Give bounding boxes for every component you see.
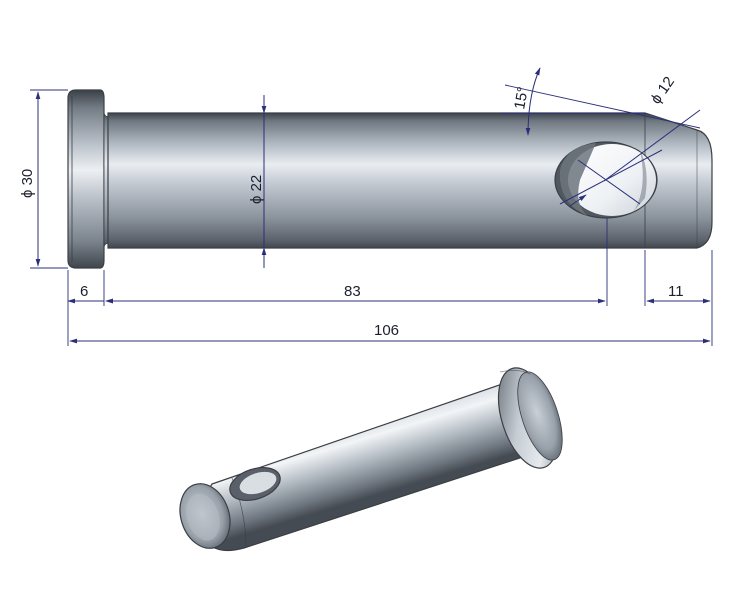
pin-shaft bbox=[107, 112, 713, 249]
overall-length-label: 106 bbox=[374, 322, 399, 339]
shaft-diameter-label: ϕ 22 bbox=[248, 175, 265, 204]
iso-shaft bbox=[198, 381, 533, 551]
chamfer-angle-label: 15° bbox=[511, 85, 532, 110]
head-diameter-label: ϕ 30 bbox=[19, 169, 36, 198]
head-thickness-label: 6 bbox=[80, 283, 88, 300]
hole-to-end-label: 11 bbox=[668, 283, 684, 300]
isometric-view bbox=[179, 367, 563, 551]
side-view bbox=[67, 89, 713, 269]
hole-position-label: 83 bbox=[344, 283, 361, 300]
pin-head bbox=[67, 89, 105, 269]
hole-diameter-label: ϕ 12 bbox=[647, 74, 678, 108]
